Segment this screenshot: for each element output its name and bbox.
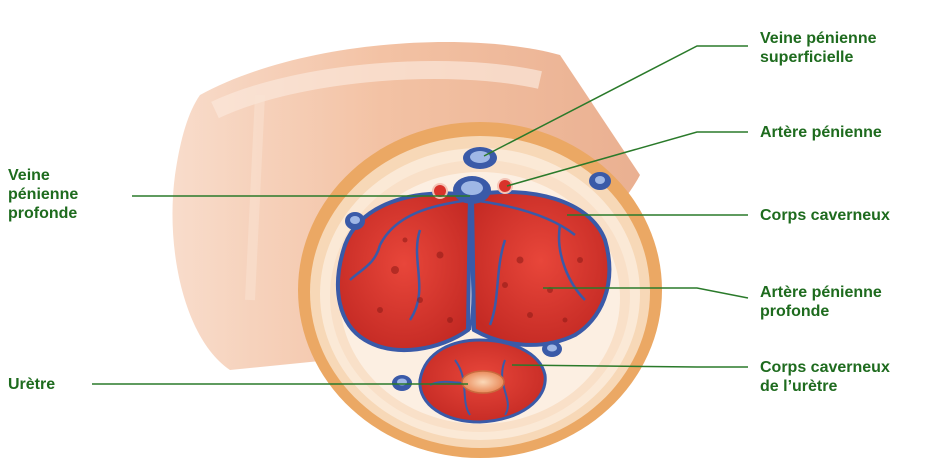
label-superficial-vein: Veine pénienne superficielle [760,29,876,67]
label-corpus-spongiosum: Corps caverneux de l’urètre [760,358,890,396]
label-deep-artery: Artère pénienne profonde [760,283,882,321]
label-penile-artery: Artère pénienne [760,123,882,142]
label-deep-vein: Veine pénienne profonde [8,166,78,223]
label-corpus-cavernosum: Corps caverneux [760,206,890,225]
deep-vein-icon [453,176,491,204]
urethra [462,371,504,393]
label-urethra: Urètre [8,375,55,394]
superficial-vein-icon [463,147,497,169]
